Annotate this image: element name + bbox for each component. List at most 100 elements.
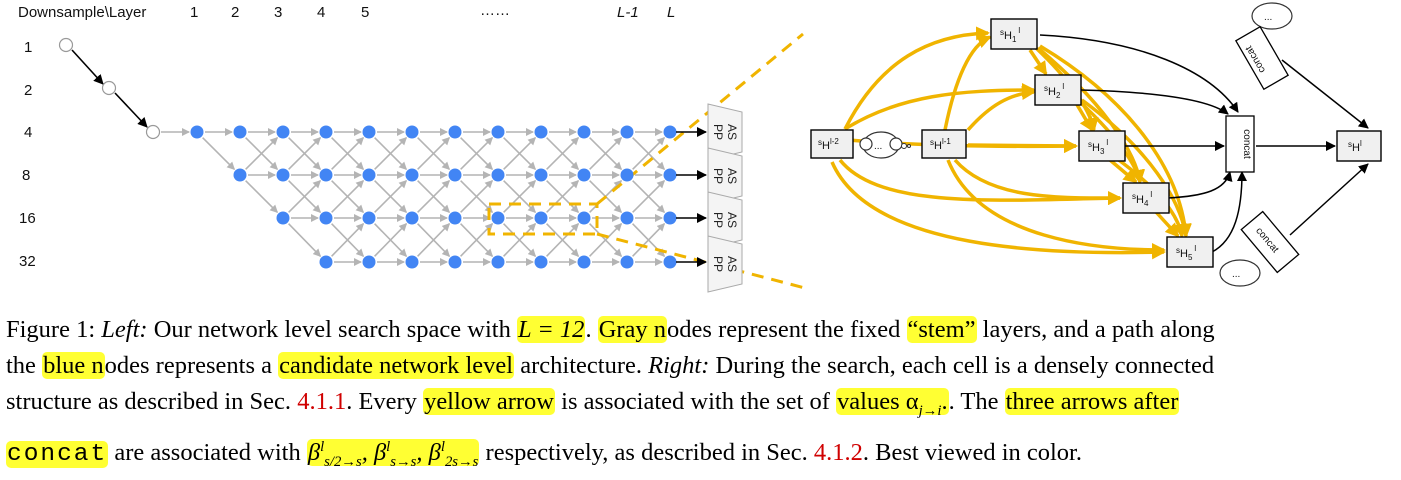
stem-nodes <box>58 37 161 140</box>
grid-edge <box>546 136 580 170</box>
row-label-8: 8 <box>22 167 30 184</box>
grid-edge <box>460 136 494 170</box>
highlight-three-arrows: three arrows after <box>1004 388 1180 415</box>
grid-edge <box>503 179 537 213</box>
grid-edge <box>503 136 537 170</box>
highlight-gray-nodes: Gray n <box>597 316 668 343</box>
aspp-block-8: AS PP <box>707 147 743 205</box>
blue-node <box>233 168 247 182</box>
blue-node <box>448 255 462 269</box>
cell-node-h2: sH2l <box>1034 74 1082 106</box>
svg-text:sH2l: sH2l <box>1044 82 1064 100</box>
caption-line-3: structure as described in Sec. 4.1.1. Ev… <box>6 388 1180 419</box>
blue-node <box>663 211 677 225</box>
zoom-indicator <box>487 32 806 290</box>
highlight-l-equals-12: L = 12 <box>516 316 586 343</box>
blue-node <box>491 255 505 269</box>
grid-edge <box>288 223 322 257</box>
grid-edge <box>589 223 623 257</box>
caption-line-2: the blue nodes represents a candidate ne… <box>6 352 1215 379</box>
aspp-block-16: AS PP <box>707 191 743 249</box>
cloud-bubble-top: ... <box>1251 2 1293 30</box>
grid-edge <box>374 179 408 213</box>
grid-edge <box>331 179 365 213</box>
caption-line-4: concat are associated with βls/2→s, βls→… <box>6 438 1082 470</box>
svg-text:sH1l: sH1l <box>1000 26 1020 44</box>
section-ref-412[interactable]: 4.1.2 <box>813 439 863 467</box>
svg-text:...: ... <box>1232 269 1240 280</box>
cell-node-prev2: sHl-2 <box>810 129 854 159</box>
aspp-block-32: AS PP <box>707 235 743 293</box>
concat-box-top: concat <box>1234 25 1290 91</box>
grid-edge <box>417 136 451 170</box>
layer-header-1: 1 <box>190 4 198 21</box>
grid-edge <box>546 223 580 257</box>
svg-text:sH5l: sH5l <box>1176 244 1196 262</box>
blue-node <box>405 211 419 225</box>
grid-edge <box>374 223 408 257</box>
grid-edge <box>632 136 666 170</box>
svg-text:PP: PP <box>711 124 725 140</box>
svg-text:AS: AS <box>725 256 739 272</box>
blue-node <box>405 125 419 139</box>
blue-node <box>534 211 548 225</box>
grid-edges <box>161 128 666 266</box>
highlight-candidate: candidate network level <box>278 352 515 379</box>
blue-node <box>448 211 462 225</box>
section-ref-411[interactable]: 4.1.1 <box>297 388 347 415</box>
blue-node <box>319 211 333 225</box>
cell-node-h1: sH1l <box>990 18 1038 50</box>
blue-node <box>663 125 677 139</box>
layer-header-4: 4 <box>317 4 325 21</box>
blue-node <box>448 125 462 139</box>
grid-edge <box>632 223 666 257</box>
highlight-stem: “stem” <box>906 316 977 343</box>
cell-node-h5: sH5l <box>1166 236 1214 268</box>
grid-edge <box>288 179 322 213</box>
grid-edge <box>288 136 322 170</box>
blue-node <box>405 168 419 182</box>
grid-edge <box>460 179 494 213</box>
cell-node-h4: sH4l <box>1122 182 1170 214</box>
blue-node <box>577 211 591 225</box>
svg-text:...: ... <box>874 141 882 152</box>
cell-node-output: sHl <box>1336 130 1382 162</box>
svg-text:sHl: sHl <box>1348 139 1362 154</box>
svg-text:sH3l: sH3l <box>1088 138 1108 156</box>
svg-text:sHl-2: sHl-2 <box>818 137 839 152</box>
svg-text:...: ... <box>1264 12 1272 23</box>
black-arrows <box>1039 34 1369 253</box>
blue-node <box>362 255 376 269</box>
layer-header-ellipsis: …… <box>480 2 510 19</box>
highlight-blue-nodes: blue n <box>42 352 105 379</box>
svg-text:sH4l: sH4l <box>1132 190 1152 208</box>
row-label-4: 4 <box>24 124 32 141</box>
svg-text:AS: AS <box>725 124 739 140</box>
blue-node <box>620 211 634 225</box>
svg-text:sHl-1: sHl-1 <box>930 137 951 152</box>
svg-text:PP: PP <box>711 212 725 228</box>
blue-node <box>491 211 505 225</box>
concat-box-main: concat <box>1225 115 1255 173</box>
grid-edge <box>417 223 451 257</box>
cloud-bubble-prev: ... <box>859 131 911 159</box>
row-label-16: 16 <box>19 210 36 227</box>
grid-edge <box>245 180 279 214</box>
aspp-blocks: AS PP AS PP AS PP AS PP <box>707 103 743 293</box>
svg-text:PP: PP <box>711 256 725 272</box>
blue-node <box>620 255 634 269</box>
svg-text:AS: AS <box>725 212 739 228</box>
highlight-values: values αj→i. <box>836 388 949 419</box>
caption-label: Figure 1: <box>6 316 96 343</box>
blue-node <box>190 125 204 139</box>
blue-node <box>362 211 376 225</box>
grid-edge <box>460 223 494 257</box>
blue-node <box>620 125 634 139</box>
blue-node <box>233 125 247 139</box>
grid-edge <box>331 136 365 170</box>
layer-header-2: 2 <box>231 4 239 21</box>
row-labels: 1 2 4 8 16 32 <box>19 39 36 270</box>
layer-header-3: 3 <box>274 4 282 21</box>
stem-arrows <box>71 49 148 128</box>
aspp-arrows <box>676 127 707 267</box>
